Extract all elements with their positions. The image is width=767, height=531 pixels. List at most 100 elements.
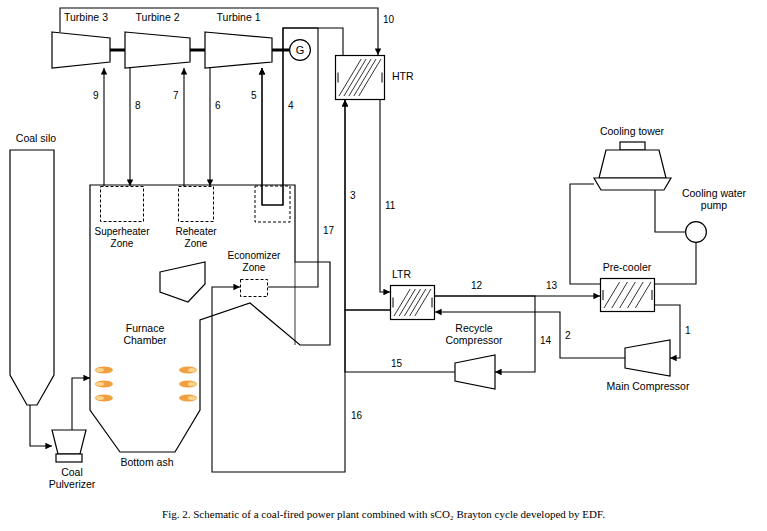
stream-number: 15	[390, 358, 403, 369]
node-label: Coal silo	[6, 132, 66, 144]
flow-line	[183, 68, 184, 186]
stream-number: 1	[684, 325, 692, 336]
compressor-body	[455, 355, 495, 389]
hatch-line	[394, 289, 410, 316]
shape-frame	[594, 142, 671, 190]
heat-exchanger: Pre-cooler	[590, 260, 664, 312]
hatch-line	[399, 289, 415, 316]
heat-exchanger: HTR	[335, 55, 423, 100]
heater-zone	[255, 186, 290, 222]
circle-outline	[290, 40, 311, 61]
shape-frame	[125, 32, 190, 68]
flow-line	[570, 184, 600, 284]
label-slot: 9	[92, 90, 100, 101]
shape-outline	[178, 186, 214, 222]
hatch-line	[415, 289, 431, 316]
turbine: Turbine 2	[125, 12, 196, 70]
heat-exchanger: LTR	[390, 266, 435, 320]
text-slot: Furnace Chamber	[112, 322, 178, 346]
text-slot: Cooling tower	[586, 125, 678, 137]
pump: Cooling water pump	[672, 186, 756, 244]
stream-number: 17	[322, 225, 335, 236]
shape-frame	[240, 279, 268, 297]
flow-line	[655, 190, 685, 232]
text-slot: Pre-cooler	[590, 261, 664, 273]
label-slot: 16	[350, 410, 363, 421]
furnace-nose	[160, 262, 205, 302]
shaft-line	[110, 49, 125, 52]
text-slot: Economizer Zone	[218, 250, 290, 274]
node-label: Reheater Zone	[166, 226, 226, 250]
shape-frame	[10, 150, 54, 405]
shape-frame	[335, 55, 385, 100]
stream-number: 2	[564, 330, 572, 341]
flame-core	[188, 396, 196, 400]
shape-outline	[240, 279, 268, 297]
port-tick	[382, 73, 383, 83]
hatch-line	[410, 289, 426, 316]
shape-outline	[455, 355, 495, 389]
hatch-line	[354, 59, 376, 96]
stream-number: 9	[92, 90, 100, 101]
compressor-body	[625, 340, 670, 376]
flow-line	[103, 68, 104, 186]
port-tick	[393, 298, 394, 308]
text-slot: Main Compressor	[596, 380, 700, 392]
flame-core	[96, 396, 104, 400]
node-label: Turbine 2	[120, 11, 195, 23]
shape-outline	[335, 55, 385, 100]
stream-number: 10	[382, 14, 395, 25]
shape-outline	[90, 185, 330, 452]
hatch-line	[628, 282, 644, 308]
boiler: Furnace ChamberBottom ashSuperheater Zon…	[90, 185, 330, 471]
shape-frame	[90, 185, 330, 452]
stream-number: 16	[350, 410, 363, 421]
tower-body	[599, 150, 666, 178]
shape-outline	[390, 285, 435, 320]
turbine: Turbine 3	[52, 12, 122, 70]
hatch-line	[349, 59, 371, 96]
stream-number: 5	[250, 90, 258, 101]
compressor: Main Compressor	[596, 340, 700, 396]
hatch-line	[620, 282, 636, 308]
node-label: Cooling tower	[586, 125, 678, 137]
exchanger-box	[601, 279, 655, 312]
label-slot: 15	[390, 358, 403, 369]
caption-wrap: Fig. 2. Schematic of a coal-fired power …	[0, 504, 767, 522]
text-slot: HTR	[392, 70, 422, 82]
text-slot: Coal Pulverizer	[38, 466, 106, 490]
shape-frame	[52, 430, 86, 462]
hatch-line	[604, 282, 620, 308]
hatch-line	[612, 282, 628, 308]
flame-core	[96, 368, 104, 372]
node-label: Main Compressor	[596, 380, 700, 392]
flame-core	[188, 368, 196, 372]
silo-body	[10, 150, 54, 405]
shape-frame	[455, 355, 495, 389]
shape-outline	[10, 150, 54, 405]
text-slot: Reheater Zone	[166, 226, 226, 250]
shape-frame	[205, 32, 272, 68]
stream-number: 4	[287, 100, 295, 111]
flow-line	[380, 100, 390, 292]
shape-outline	[52, 430, 86, 462]
flow-line	[30, 405, 52, 446]
label-slot: 7	[172, 90, 180, 101]
node-label: G	[289, 44, 311, 56]
tower-fan	[620, 142, 645, 150]
flow-line	[129, 68, 130, 186]
port-tick	[338, 73, 339, 83]
flow-line	[72, 378, 90, 430]
shape-outline	[52, 32, 110, 68]
port-tick	[652, 290, 653, 300]
shape-frame	[100, 186, 144, 222]
stream-number: 12	[470, 280, 483, 291]
turbine-body	[205, 32, 272, 68]
stream-number: 7	[172, 90, 180, 101]
text-slot: Turbine 3	[64, 11, 122, 23]
node-label: Economizer Zone	[218, 250, 290, 274]
shape-frame	[685, 221, 707, 243]
boiler-outline	[90, 185, 330, 452]
